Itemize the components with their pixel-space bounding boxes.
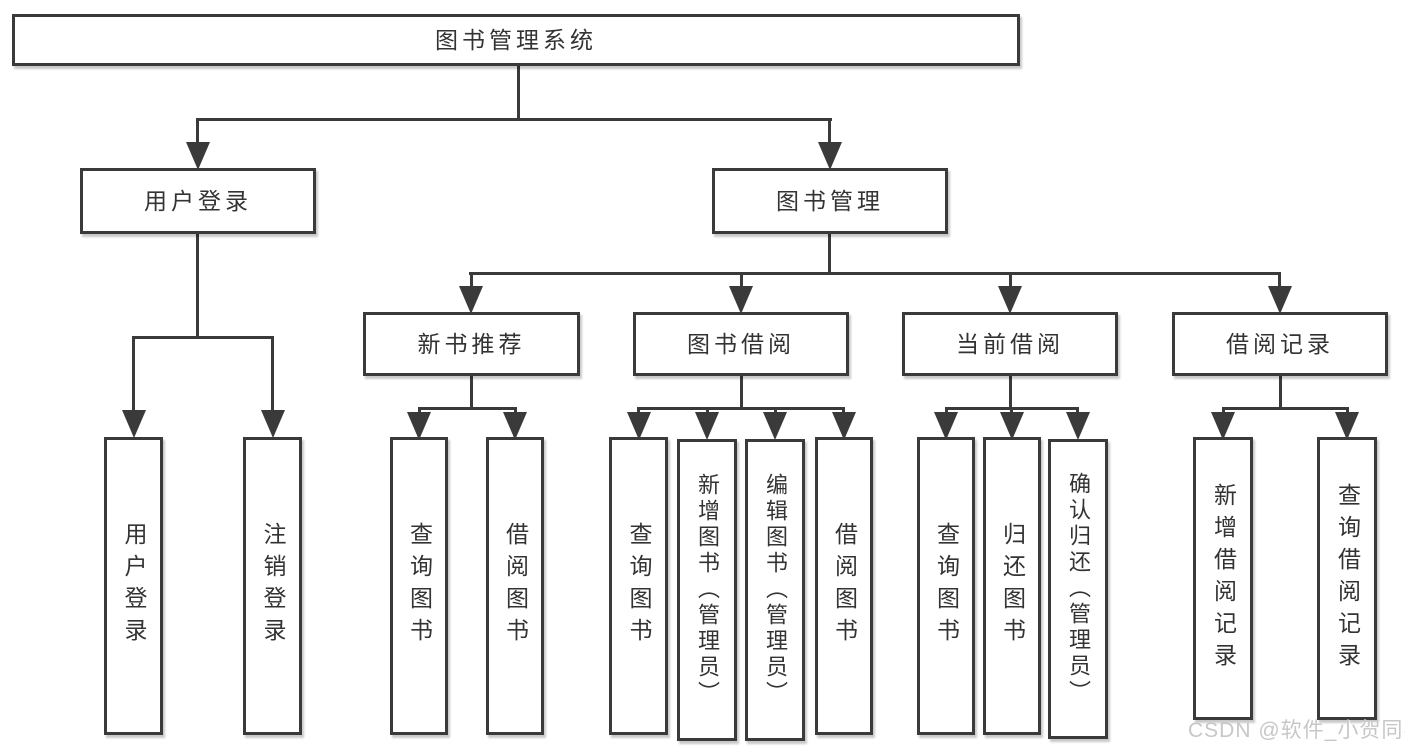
connector-arrow-icon bbox=[832, 412, 856, 440]
connector-line bbox=[418, 407, 421, 415]
connector-line bbox=[828, 234, 831, 275]
connector-line bbox=[271, 336, 274, 412]
connector-arrow-icon bbox=[627, 412, 651, 440]
connector-line bbox=[774, 407, 777, 415]
connector-line bbox=[1222, 407, 1225, 415]
connector-line bbox=[740, 376, 743, 409]
connector-line bbox=[1009, 376, 1012, 409]
connector-line bbox=[828, 118, 831, 144]
connector-line bbox=[706, 407, 709, 415]
leaf-add-borrow-record: 新增借阅记录 bbox=[1193, 437, 1253, 720]
leaf-query-books-borrow: 查询图书 bbox=[609, 437, 668, 735]
connector-arrow-icon bbox=[729, 286, 753, 314]
connector-arrow-icon bbox=[1000, 412, 1024, 440]
leaf-add-books-admin: 新增图书（管理员） bbox=[677, 439, 737, 741]
node-user-login: 用户登录 bbox=[80, 168, 316, 234]
connector-arrow-icon bbox=[695, 412, 719, 440]
leaf-borrow-books: 借阅图书 bbox=[815, 437, 873, 735]
connector-line bbox=[196, 234, 199, 338]
connector-arrow-icon bbox=[998, 286, 1022, 314]
connector-line bbox=[945, 407, 948, 415]
connector-line bbox=[469, 272, 1281, 275]
leaf-query-books-recommend: 查询图书 bbox=[390, 437, 448, 735]
connector-line bbox=[1278, 272, 1281, 288]
node-book-borrowing: 图书借阅 bbox=[633, 312, 849, 376]
leaf-return-books: 归还图书 bbox=[983, 437, 1041, 735]
connector-line bbox=[517, 64, 520, 120]
connector-arrow-icon bbox=[186, 142, 210, 170]
connector-line bbox=[1279, 376, 1282, 409]
connector-arrow-icon bbox=[407, 412, 431, 440]
connector-arrow-icon bbox=[503, 412, 527, 440]
connector-line bbox=[470, 272, 473, 288]
connector-line bbox=[1346, 407, 1349, 415]
connector-line bbox=[132, 336, 274, 339]
connector-arrow-icon bbox=[818, 142, 842, 170]
connector-arrow-icon bbox=[1268, 286, 1292, 314]
connector-line bbox=[637, 407, 844, 410]
connector-line bbox=[637, 407, 640, 415]
connector-arrow-icon bbox=[1211, 412, 1235, 440]
connector-arrow-icon bbox=[934, 412, 958, 440]
leaf-query-books-current: 查询图书 bbox=[917, 437, 975, 735]
node-borrowing-records: 借阅记录 bbox=[1172, 312, 1388, 376]
connector-arrow-icon bbox=[459, 286, 483, 314]
connector-arrow-icon bbox=[1335, 412, 1359, 440]
leaf-borrow-books-recommend: 借阅图书 bbox=[486, 437, 544, 735]
leaf-edit-books-admin: 编辑图书（管理员） bbox=[745, 439, 805, 741]
connector-line bbox=[418, 407, 517, 410]
connector-line bbox=[196, 118, 199, 144]
connector-line bbox=[514, 407, 517, 415]
connector-line bbox=[1222, 407, 1348, 410]
connector-line bbox=[1010, 407, 1013, 415]
node-new-book-recommendation: 新书推荐 bbox=[363, 312, 580, 376]
connector-line bbox=[196, 118, 832, 121]
leaf-user-login: 用户登录 bbox=[104, 437, 163, 735]
connector-arrow-icon bbox=[1066, 412, 1090, 440]
csdn-watermark: CSDN @软件_小贺同学 bbox=[1188, 719, 1405, 742]
connector-line bbox=[470, 376, 473, 409]
leaf-logout: 注销登录 bbox=[243, 437, 302, 735]
node-current-borrowing: 当前借阅 bbox=[902, 312, 1118, 376]
connector-line bbox=[1009, 272, 1012, 288]
connector-line bbox=[842, 407, 845, 415]
connector-arrow-icon bbox=[122, 410, 146, 438]
connector-line bbox=[132, 336, 135, 412]
connector-line bbox=[1076, 407, 1079, 415]
leaf-confirm-return-admin: 确认归还（管理员） bbox=[1048, 439, 1108, 739]
connector-arrow-icon bbox=[261, 410, 285, 438]
node-library-system: 图书管理系统 bbox=[12, 14, 1020, 66]
connector-arrow-icon bbox=[763, 412, 787, 440]
connector-line bbox=[740, 272, 743, 288]
node-book-management: 图书管理 bbox=[712, 168, 948, 234]
leaf-query-borrow-record: 查询借阅记录 bbox=[1317, 437, 1377, 720]
